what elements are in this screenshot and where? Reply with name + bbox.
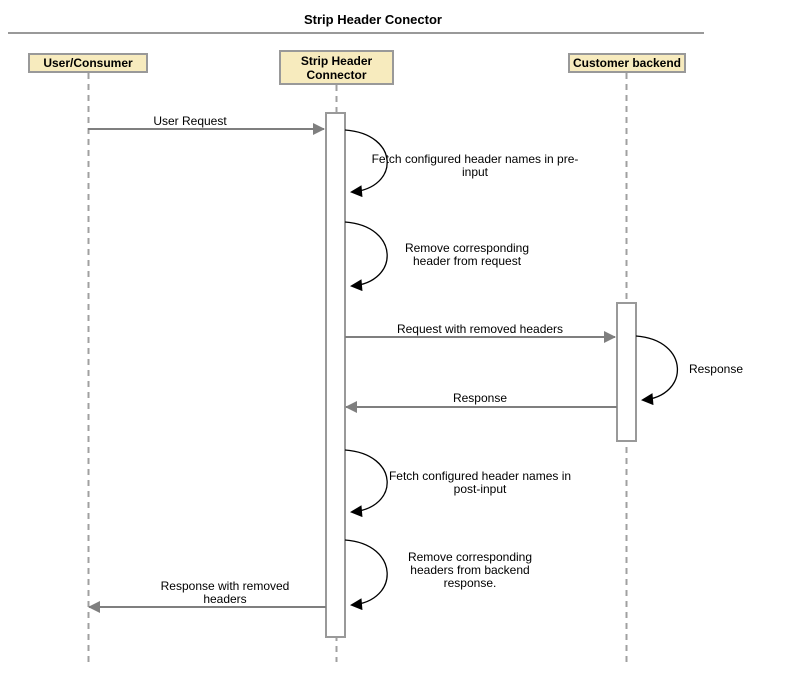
message-label-backend-response-loop: Response bbox=[688, 362, 744, 376]
message-label-remove-response-headers: Remove corresponding headers from backen… bbox=[407, 550, 533, 590]
message-label-remove-request-header: Remove corresponding header from request bbox=[404, 241, 530, 268]
loop-fetch-pre-input bbox=[344, 129, 388, 198]
message-arrows bbox=[88, 123, 617, 613]
message-label-fetch-post-input: Fetch configured header names in post-in… bbox=[388, 469, 572, 496]
activation-bar-customer-backend bbox=[616, 302, 637, 442]
message-label-fetch-pre-input: Fetch configured header names in pre-inp… bbox=[371, 152, 579, 179]
loop-fetch-post-input bbox=[344, 449, 388, 518]
loop-backend-response bbox=[635, 335, 679, 406]
diagram-title: Strip Header Conector bbox=[304, 12, 442, 27]
message-label-request-removed-headers: Request with removed headers bbox=[396, 322, 564, 336]
participant-user-consumer: User/Consumer bbox=[28, 53, 148, 73]
message-label-user-request: User Request bbox=[153, 114, 227, 128]
participant-customer-backend: Customer backend bbox=[568, 53, 686, 73]
message-label-response-removed-headers: Response with removed headers bbox=[160, 579, 290, 606]
loop-remove-response-headers bbox=[344, 539, 388, 611]
activation-bars bbox=[325, 112, 637, 638]
message-label-response: Response bbox=[452, 391, 508, 405]
activation-bar-strip-header-connector bbox=[325, 112, 346, 638]
participant-strip-header-connector: Strip Header Connector bbox=[279, 50, 394, 85]
title-separator-line bbox=[8, 32, 704, 34]
self-message-loops bbox=[344, 129, 679, 611]
loop-remove-request-headers bbox=[344, 221, 388, 292]
